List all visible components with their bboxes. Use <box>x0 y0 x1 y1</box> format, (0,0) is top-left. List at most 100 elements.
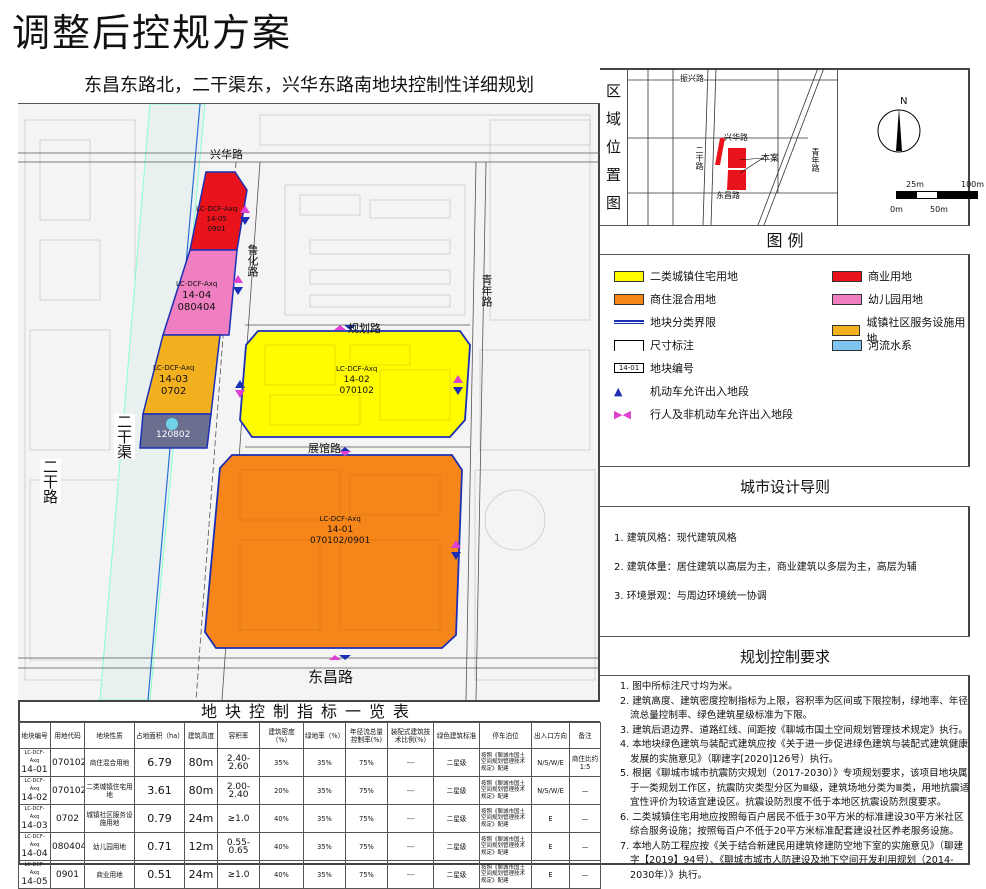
table-header-cell: 占地面积（ha） <box>134 722 185 749</box>
table-cell: --- <box>387 804 434 833</box>
table-cell: 二星级 <box>433 804 480 833</box>
legend-swatch <box>614 270 644 282</box>
locator-road: 二干路 <box>695 146 704 170</box>
legend-item: ▶◀行人及非机动车允许出入地段 <box>614 406 793 422</box>
table-header-cell: 停车泊位 <box>479 722 532 749</box>
north-arrow-and-scale: N 25m 100m 0m 50m <box>838 68 984 225</box>
table-cell: ≥1.0 <box>217 804 260 833</box>
legend-item: 城镇社区服务设施用地 <box>832 314 970 346</box>
legend-swatch <box>832 293 862 305</box>
table-cell: 0901 <box>50 860 85 889</box>
design-guide-title: 城市设计导则 <box>600 466 970 506</box>
site-plan-svg <box>18 103 600 701</box>
table-cell: 2.40-2.60 <box>217 748 260 777</box>
legend-label: 商业用地 <box>868 270 912 283</box>
table-cell: 二星级 <box>433 860 480 889</box>
table-cell: 0702 <box>50 804 85 833</box>
table-cell: 40% <box>259 860 304 889</box>
requirement-item: 4. 本地块绿色建筑与装配式建筑应按《关于进一步促进绿色建筑与装配式建筑健康发展… <box>620 739 968 765</box>
parcel-label-120802: 120802 <box>156 430 191 440</box>
table-header-cell: 年径流总量控制率(%) <box>345 722 388 749</box>
table-header-cell: 容积率 <box>217 722 260 749</box>
parcel-tag-sample: 14-01 <box>614 363 644 373</box>
locator-label-char: 置 <box>605 166 621 185</box>
table-cell: 0.51 <box>134 860 185 889</box>
parcel-14-01[interactable] <box>204 454 463 649</box>
pedestrian-arrow-icon: ▶◀ <box>614 407 631 421</box>
locator-map: 振兴路 兴华路 二干路 东昌路 青年路 本案 <box>628 67 838 226</box>
parcel-14-02[interactable] <box>239 330 471 438</box>
legend-label: 地块分类界限 <box>650 316 716 329</box>
dimension-icon <box>614 339 644 351</box>
legend-label: 尺寸标注 <box>650 339 694 352</box>
requirements: 1. 图中所标注尺寸均为米。 2. 建筑高度、建筑密度控制指标为上限，容积率为区… <box>600 680 970 883</box>
table-cell: 40% <box>259 832 304 861</box>
legend-label: 幼儿园用地 <box>868 293 923 306</box>
locator-road: 兴华路 <box>724 133 748 142</box>
table-cell: 35% <box>303 860 346 889</box>
legend-item: 河流水系 <box>832 337 912 353</box>
legend-item: 幼儿园用地 <box>832 291 923 307</box>
table-cell: N/S/W/E <box>531 776 570 805</box>
scale-bar <box>896 191 978 199</box>
table-cell: --- <box>387 860 434 889</box>
legend-label: 商住混合用地 <box>650 293 716 306</box>
guide-item: 1. 建筑风格：现代建筑风格 <box>614 533 737 544</box>
table-header-cell: 地块性质 <box>84 722 135 749</box>
road-label-qingnian: 青年路 <box>480 274 493 307</box>
table-cell: E <box>531 804 570 833</box>
table-cell: 二星级 <box>433 832 480 861</box>
drawing-title: 东昌东路北，二干渠东，兴华东路南地块控制性详细规划 <box>18 68 600 104</box>
locator-label-char: 位 <box>605 137 621 156</box>
table-cell: 城镇社区服务设施用地 <box>84 804 135 833</box>
table-cell: 2.00-2.40 <box>217 776 260 805</box>
north-arrow-icon <box>877 108 921 153</box>
legend-item: 商住混合用地 <box>614 291 716 307</box>
requirement-item: 3. 建筑后退边界、道路红线、间距按《聊城市国土空间规划管理技术规定》执行。 <box>620 724 968 736</box>
legend-title: 图 例 <box>600 225 970 255</box>
table-cell: 35% <box>303 804 346 833</box>
table-header-cell: 用地代码 <box>50 722 85 749</box>
legend-item: 二类城镇住宅用地 <box>614 268 738 284</box>
table-cell: 35% <box>303 832 346 861</box>
requirement-item: 2. 建筑高度、建筑密度控制指标为上限，容积率为区间或下限控制，绿地率、年径流总… <box>620 695 968 722</box>
facility-marker-icon <box>166 418 178 430</box>
table-cell: — <box>569 860 601 889</box>
parcel-120802[interactable] <box>139 413 212 449</box>
table-cell: 0.79 <box>134 804 185 833</box>
legend-item: ▲机动车允许出入地段 <box>614 383 749 399</box>
table-cell: 35% <box>303 776 346 805</box>
table-cell: 按照《聊城市国土空间规划管理技术规定》配建 <box>479 832 532 861</box>
parcel-number: 14-03 <box>21 821 48 831</box>
vehicle-arrow-icon: ▲ <box>614 384 623 398</box>
table-cell: 24m <box>184 860 218 889</box>
legend-swatch <box>832 270 862 282</box>
locator-label-char: 域 <box>605 109 621 128</box>
road-label-erganlu: 二干路 <box>40 459 61 504</box>
table-cell: 幼儿园用地 <box>84 832 135 861</box>
table-cell: 按照《聊城市国土空间规划管理技术规定》配建 <box>479 776 532 805</box>
requirement-item: 5. 根据《聊城市城市抗震防灾规划（2017-2030）》专项规划要求，该项目地… <box>620 768 970 808</box>
table-cell: 75% <box>345 832 388 861</box>
table-cell: E <box>531 832 570 861</box>
table-header-cell: 装配式建筑技术比例(%) <box>387 722 434 749</box>
parcel-14-04[interactable] <box>161 249 238 336</box>
guide-item: 3. 环境景观：与周边环境统一协调 <box>614 591 767 602</box>
table-header-row: 地块编号用地代码地块性质占地面积（ha）建筑高度容积率建筑密度（%）绿地率（%）… <box>18 722 601 749</box>
table-header-cell: 建筑高度 <box>184 722 218 749</box>
canal-label-erganqu: 二干渠 <box>114 414 135 459</box>
table-cell: — <box>569 776 601 805</box>
table-cell: --- <box>387 776 434 805</box>
table-cell: 40% <box>259 804 304 833</box>
table-cell: 80m <box>184 776 218 805</box>
legend-item: 尺寸标注 <box>614 337 694 353</box>
parcel-number: 14-05 <box>21 877 48 887</box>
table-cell: — <box>569 804 601 833</box>
table-header-cell: 建筑密度（%） <box>259 722 304 749</box>
locator-label-char: 图 <box>605 194 621 213</box>
legend-swatch <box>832 339 862 351</box>
